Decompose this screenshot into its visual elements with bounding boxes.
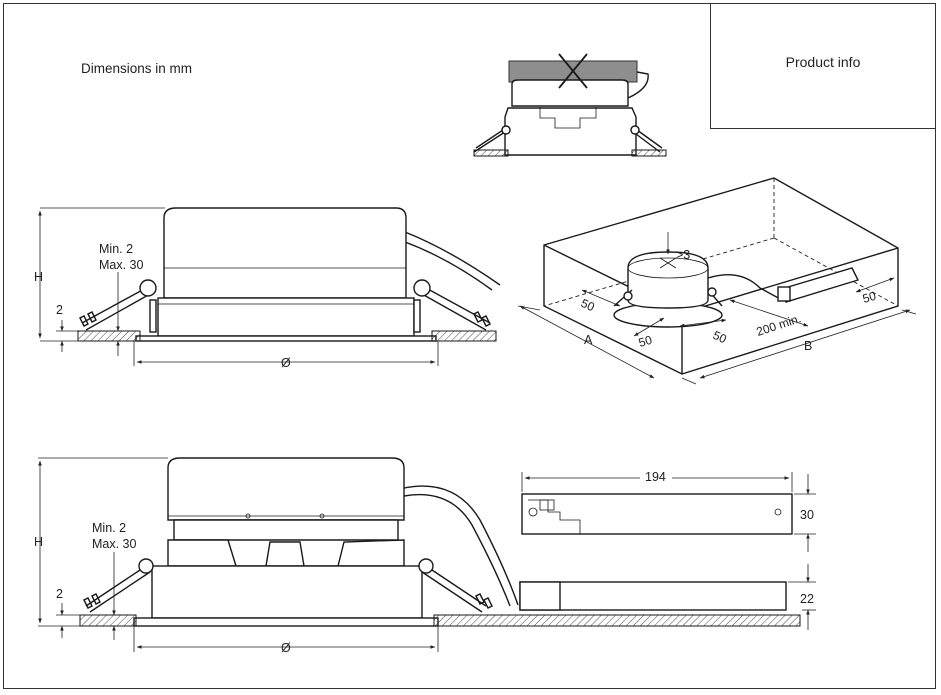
driver-height-22-label: 22 xyxy=(800,592,814,606)
sheet-border xyxy=(3,3,936,689)
product-info-box: Product info xyxy=(710,3,936,129)
driver-height-30-label: 30 xyxy=(800,508,814,522)
clearance-side-label: 50 xyxy=(711,328,729,346)
clearance-left-label: 50 xyxy=(579,296,597,314)
top-min-label: Min. 2 xyxy=(99,242,133,256)
installation-box-diagram: >3 50 50 50 200 min. 50 A B xyxy=(517,177,917,385)
product-info-label: Product info xyxy=(785,54,861,70)
driver-length-label: 194 xyxy=(645,470,666,484)
length-label: B xyxy=(804,339,812,353)
bottom-max-label: Max. 30 xyxy=(92,537,137,551)
driver-detail: 194 30 22 xyxy=(521,470,816,630)
bottom-min-label: Min. 2 xyxy=(92,521,126,535)
dimensions-note: Dimensions in mm xyxy=(81,61,193,76)
top-diameter-label: Ø xyxy=(281,356,291,370)
top-max-label: Max. 30 xyxy=(99,258,144,272)
driver-distance-label: 200 min. xyxy=(755,311,803,339)
bottom-height-label: H xyxy=(34,535,43,549)
clearance-driver-end-label: 50 xyxy=(861,289,878,306)
clearance-top-label: >3 xyxy=(676,248,690,262)
clearance-front-label: 50 xyxy=(637,333,654,350)
top-height-label: H xyxy=(34,270,43,284)
top-thickness-label: 2 xyxy=(56,303,63,317)
no-insulation-cover-icon xyxy=(473,53,667,157)
bottom-side-view: H 2 Min. 2 Max. 30 Ø xyxy=(34,457,801,655)
bottom-diameter-label: Ø xyxy=(281,641,291,655)
width-label: A xyxy=(584,333,593,347)
top-side-view: H 2 Min. 2 Max. 30 Ø xyxy=(34,207,501,370)
bottom-thickness-label: 2 xyxy=(56,587,63,601)
